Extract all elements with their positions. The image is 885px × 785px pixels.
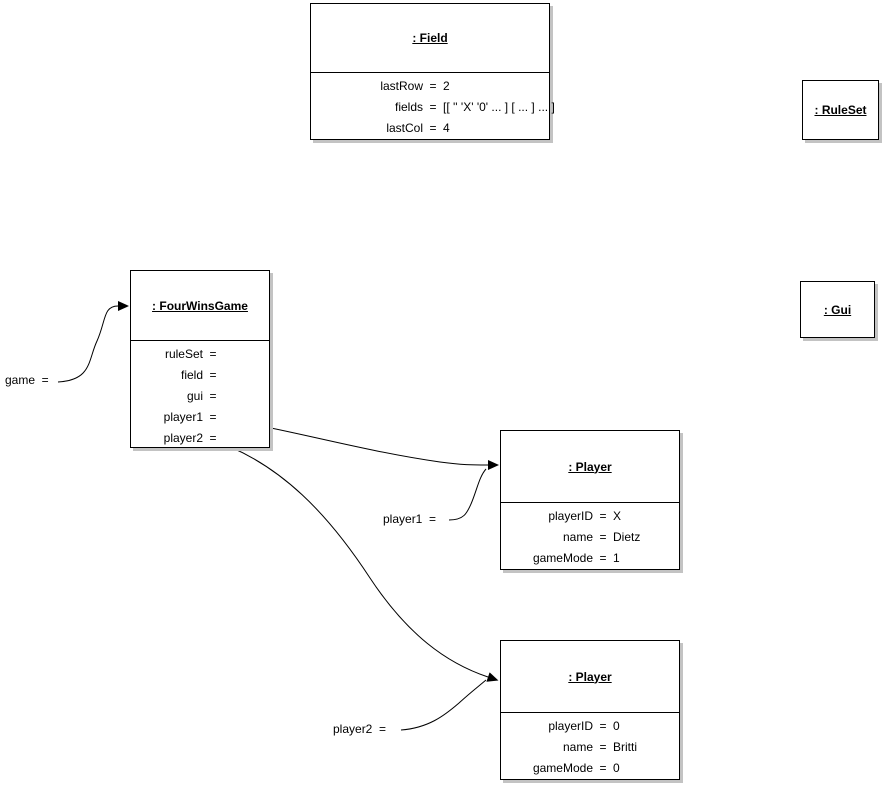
object-box-player1-attributes: playerID = X name = Dietz gameMode = 1 <box>501 503 679 569</box>
game-reference-arrow[interactable] <box>57 301 129 383</box>
player2-label-line[interactable] <box>400 679 487 731</box>
object-box-player2-title: : Player <box>568 669 612 684</box>
attribute-name: gameMode <box>532 551 593 565</box>
attribute-value: 4 <box>443 121 450 135</box>
attribute-name: gameMode <box>532 761 593 775</box>
attribute-name: player1 <box>163 410 203 424</box>
player1-reference-label: player1 = <box>383 512 437 526</box>
attribute-name: ruleSet <box>164 347 203 361</box>
attribute-value: 1 <box>613 551 620 565</box>
player2-reference-label: player2 = <box>333 722 387 736</box>
object-box-gui[interactable]: : Gui <box>800 281 875 338</box>
equals-sign: = <box>599 551 607 565</box>
equals-sign: = <box>599 530 607 544</box>
attribute-row: name = Dietz <box>501 527 679 548</box>
attribute-row: playerID = 0 <box>501 716 679 737</box>
attribute-row: gui = <box>131 386 269 407</box>
object-box-player1-title: : Player <box>568 459 612 474</box>
attribute-name: name <box>562 740 593 754</box>
attribute-name: field <box>180 368 203 382</box>
attribute-value: X <box>613 509 622 523</box>
equals-sign: = <box>429 79 437 93</box>
attribute-row: playerID = X <box>501 506 679 527</box>
attribute-value: 0 <box>613 719 620 733</box>
equals-sign: = <box>429 121 437 135</box>
equals-sign: = <box>209 347 217 361</box>
equals-sign: = <box>599 740 607 754</box>
attribute-row: fields = [[ '' 'X' '0' ... ] [ ... ] ...… <box>311 97 555 118</box>
equals-sign: = <box>429 100 437 114</box>
attribute-row: lastCol = 4 <box>311 118 549 139</box>
attribute-name: player2 <box>163 431 203 445</box>
attribute-name: fields <box>394 100 423 114</box>
object-box-player1[interactable]: : Player playerID = X name = Dietz gameM… <box>500 430 680 570</box>
object-box-ruleset-header: : RuleSet <box>803 81 878 139</box>
object-box-fourwinsgame-attributes: ruleSet = field = gui = player1 = player… <box>131 341 269 449</box>
attribute-value: [[ '' 'X' '0' ... ] [ ... ] ... ] <box>443 100 555 114</box>
attribute-row: player1 = <box>131 407 269 428</box>
object-box-gui-header: : Gui <box>801 282 874 337</box>
object-box-field-header: : Field <box>311 4 549 73</box>
attribute-row: lastRow = 2 <box>311 76 549 97</box>
equals-sign: = <box>209 389 217 403</box>
object-box-player1-header: : Player <box>501 431 679 503</box>
equals-sign: = <box>209 431 217 445</box>
object-box-player2-attributes: playerID = 0 name = Britti gameMode = 0 <box>501 713 679 779</box>
attribute-row: field = <box>131 365 269 386</box>
equals-sign: = <box>599 761 607 775</box>
attribute-name: lastRow <box>380 79 423 93</box>
object-box-player2-header: : Player <box>501 641 679 713</box>
object-box-field-title: : Field <box>412 31 448 45</box>
attribute-name: lastCol <box>386 121 423 135</box>
attribute-name: name <box>562 530 593 544</box>
object-box-ruleset[interactable]: : RuleSet <box>802 80 879 140</box>
object-box-field[interactable]: : Field lastRow = 2 fields = [[ '' 'X' '… <box>310 3 555 140</box>
attribute-row: gameMode = 1 <box>501 548 679 569</box>
equals-sign: = <box>599 719 607 733</box>
attribute-name: gui <box>186 389 203 403</box>
attribute-row: gameMode = 0 <box>501 758 679 779</box>
attribute-value: 2 <box>443 79 450 93</box>
object-box-field-attributes: lastRow = 2 fields = [[ '' 'X' '0' ... ]… <box>311 73 555 139</box>
game-reference-label: game = <box>5 373 49 387</box>
player1-label-line[interactable] <box>448 468 487 521</box>
player2-field-arrow[interactable] <box>205 437 499 682</box>
object-box-gui-title: : Gui <box>823 302 852 317</box>
attribute-row: player2 = <box>131 428 269 449</box>
attribute-row: name = Britti <box>501 737 679 758</box>
attribute-value: Britti <box>613 740 637 754</box>
equals-sign: = <box>599 509 607 523</box>
object-box-player2[interactable]: : Player playerID = 0 name = Britti game… <box>500 640 680 780</box>
equals-sign: = <box>209 368 217 382</box>
object-box-fourwinsgame-title: : FourWinsGame <box>152 298 248 313</box>
object-box-ruleset-title: : RuleSet <box>814 103 867 117</box>
attribute-value: Dietz <box>613 530 641 544</box>
equals-sign: = <box>209 410 217 424</box>
object-box-fourwinsgame-header: : FourWinsGame <box>131 271 269 341</box>
attribute-value: 0 <box>613 761 620 775</box>
attribute-name: playerID <box>548 509 593 523</box>
attribute-row: ruleSet = <box>131 344 269 365</box>
object-box-fourwinsgame[interactable]: : FourWinsGame ruleSet = field = gui = p… <box>130 270 270 448</box>
attribute-name: playerID <box>548 719 593 733</box>
